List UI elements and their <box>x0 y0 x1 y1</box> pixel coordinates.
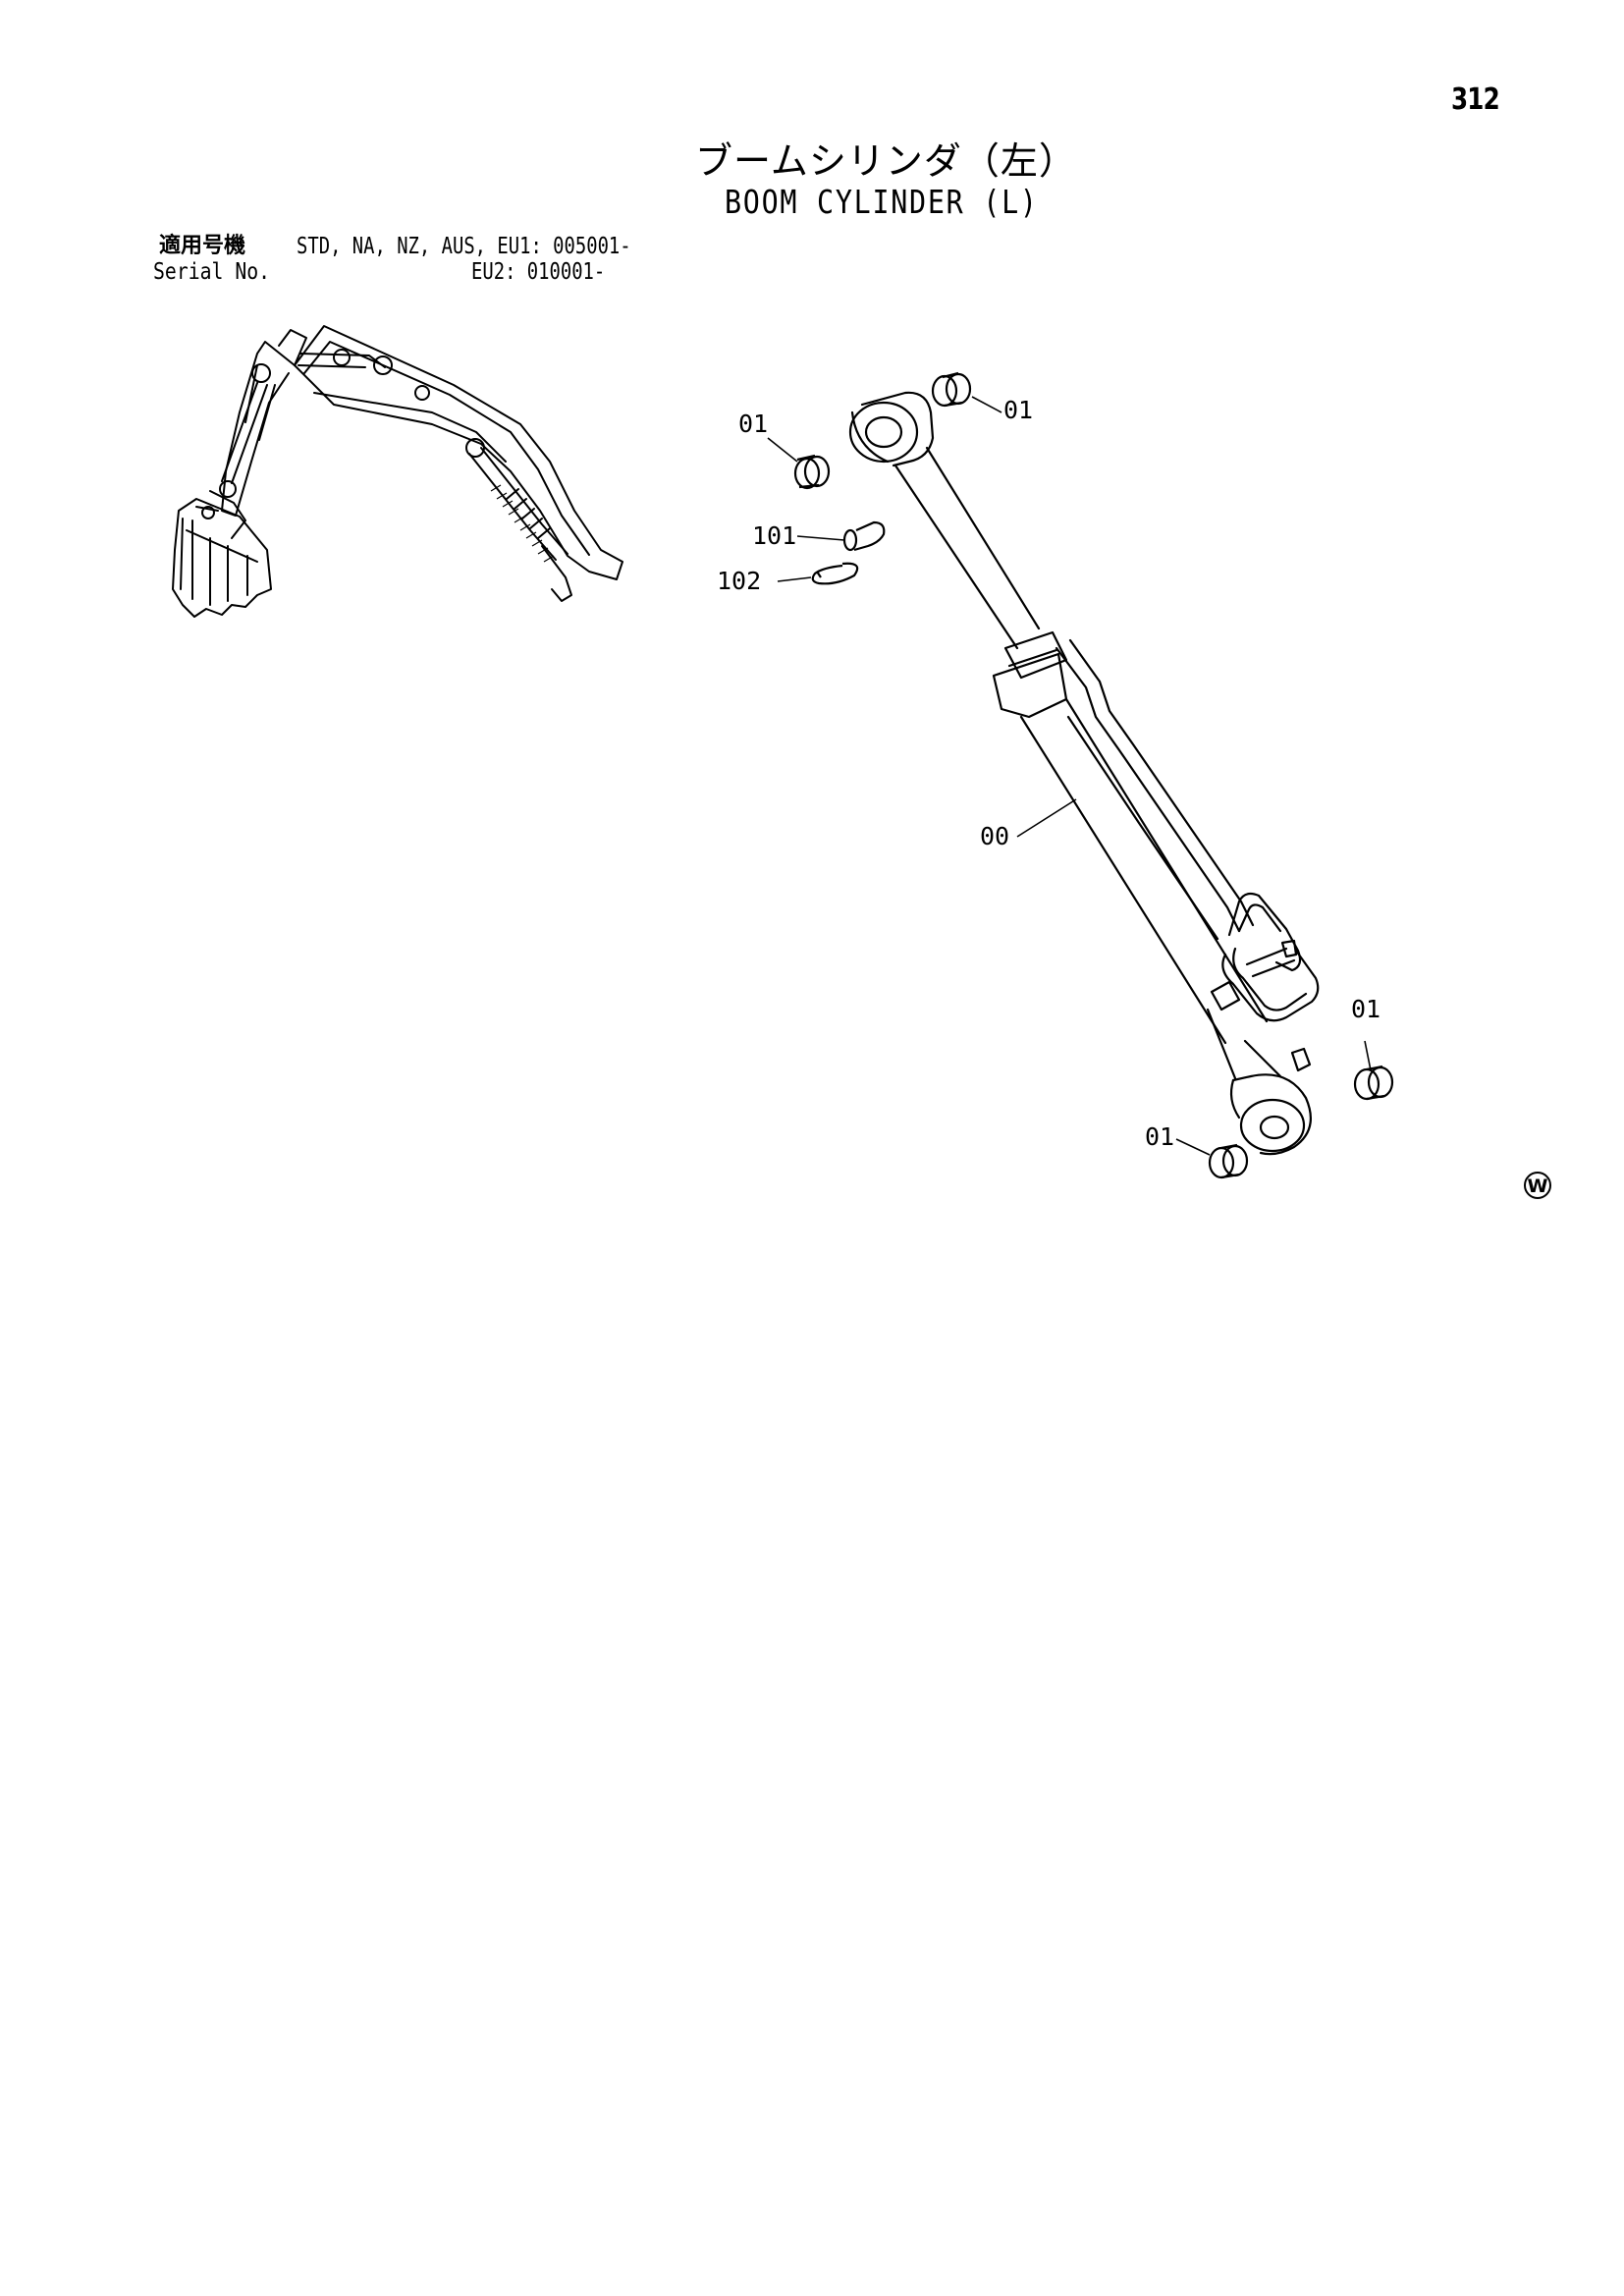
bushing-top-right <box>931 371 972 408</box>
callout-labels: 01 01 101 102 00 01 01 <box>717 396 1380 1151</box>
callout-bushing-top-right: 01 <box>1003 396 1033 424</box>
title-english: BOOM CYLINDER (L) <box>725 183 1039 221</box>
title-japanese: ブームシリンダ（左） <box>695 139 1077 183</box>
callout-bushing-bottom-right: 01 <box>1351 995 1380 1023</box>
circled-w-mark: W <box>1524 1172 1551 1199</box>
serial-label-english: Serial No. <box>153 259 271 285</box>
pin-101 <box>842 520 886 552</box>
bushing-bottom-right <box>1353 1065 1394 1101</box>
page-number: 312 <box>1451 82 1500 117</box>
callout-bushing-top-left: 01 <box>738 410 768 438</box>
corner-mark-letter: W <box>1528 1175 1548 1197</box>
boom-cylinder-assembly <box>848 391 1320 1156</box>
callout-pin: 101 <box>752 521 796 550</box>
callout-bushing-bottom-left: 01 <box>1145 1122 1174 1151</box>
callout-snap-ring: 102 <box>717 567 761 595</box>
boom-cylinder-highlight <box>490 484 555 563</box>
bushing-bottom-left <box>1208 1143 1249 1179</box>
serial-range-1: STD, NA, NZ, AUS, EU1: 005001- <box>297 234 631 259</box>
excavator-boom-arm-illustration <box>172 325 623 618</box>
snap-ring-102 <box>811 562 859 585</box>
bushing-top-left <box>793 454 831 490</box>
callout-cylinder-assembly: 00 <box>980 822 1009 850</box>
serial-label-japanese: 適用号機 <box>159 234 246 258</box>
serial-range-2: EU2: 010001- <box>471 259 606 285</box>
leader-lines <box>767 396 1372 1156</box>
